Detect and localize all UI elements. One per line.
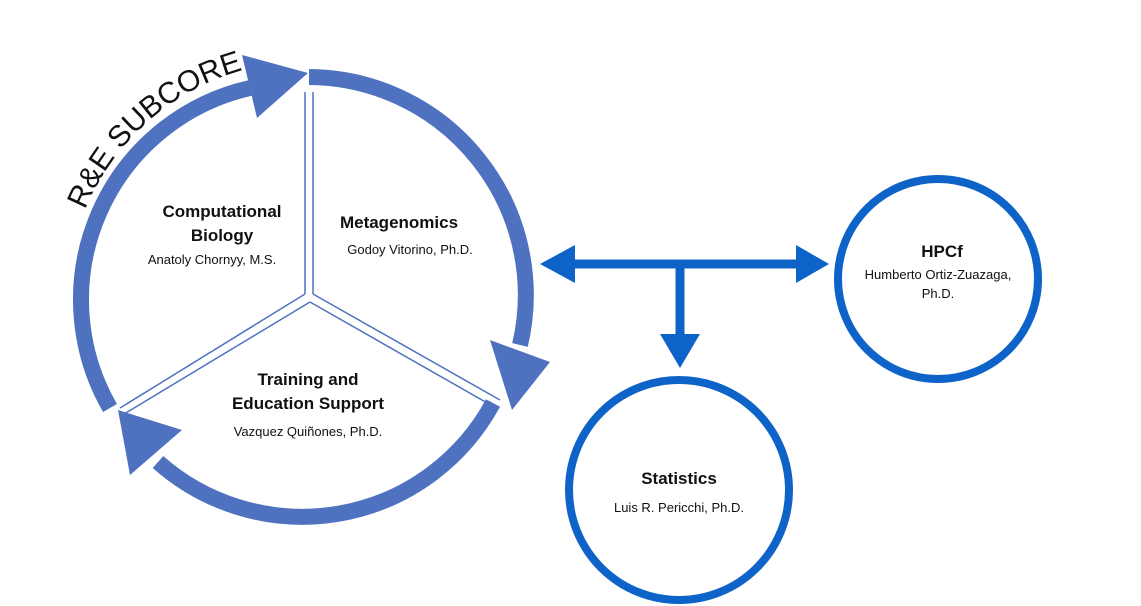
computational-title-line1: Computational xyxy=(163,202,282,221)
section-computational-biology: Computational Biology Anatoly Chornyy, M… xyxy=(148,202,282,267)
connector-arrows xyxy=(540,245,829,368)
training-title-line1: Training and xyxy=(257,370,358,389)
statistics-title: Statistics xyxy=(641,469,717,488)
connector-arrowhead-left xyxy=(540,245,575,283)
metagenomics-person: Godoy Vitorino, Ph.D. xyxy=(347,242,473,257)
cycle-arrowheads xyxy=(118,55,550,475)
arrowhead-right xyxy=(490,340,550,410)
hpcf-person-line2: Ph.D. xyxy=(922,286,955,301)
cycle-arrows xyxy=(73,69,534,525)
hpcf-title: HPCf xyxy=(921,242,963,261)
computational-person: Anatoly Chornyy, M.S. xyxy=(148,252,276,267)
computational-title-line2: Biology xyxy=(191,226,254,245)
section-training-education: Training and Education Support Vazquez Q… xyxy=(232,370,384,439)
cycle-arc-right xyxy=(308,69,534,347)
statistics-person: Luis R. Pericchi, Ph.D. xyxy=(614,500,744,515)
node-statistics: Statistics Luis R. Pericchi, Ph.D. xyxy=(565,376,793,604)
arrowhead-top xyxy=(242,55,308,118)
node-hpcf: HPCf Humberto Ortiz-Zuazaga, Ph.D. xyxy=(834,175,1042,383)
connector-arrowhead-down xyxy=(660,334,700,368)
cycle-arc-bottom xyxy=(152,399,501,525)
section-metagenomics: Metagenomics Godoy Vitorino, Ph.D. xyxy=(340,213,473,257)
connector-arrowhead-right xyxy=(796,245,829,283)
training-person: Vazquez Quiñones, Ph.D. xyxy=(234,424,383,439)
arrowhead-bottom xyxy=(118,410,182,475)
metagenomics-title: Metagenomics xyxy=(340,213,458,232)
cycle-arc-top xyxy=(73,80,252,412)
section-dividers xyxy=(119,92,501,415)
hpcf-person-line1: Humberto Ortiz-Zuazaga, xyxy=(865,267,1012,282)
training-title-line2: Education Support xyxy=(232,394,384,413)
